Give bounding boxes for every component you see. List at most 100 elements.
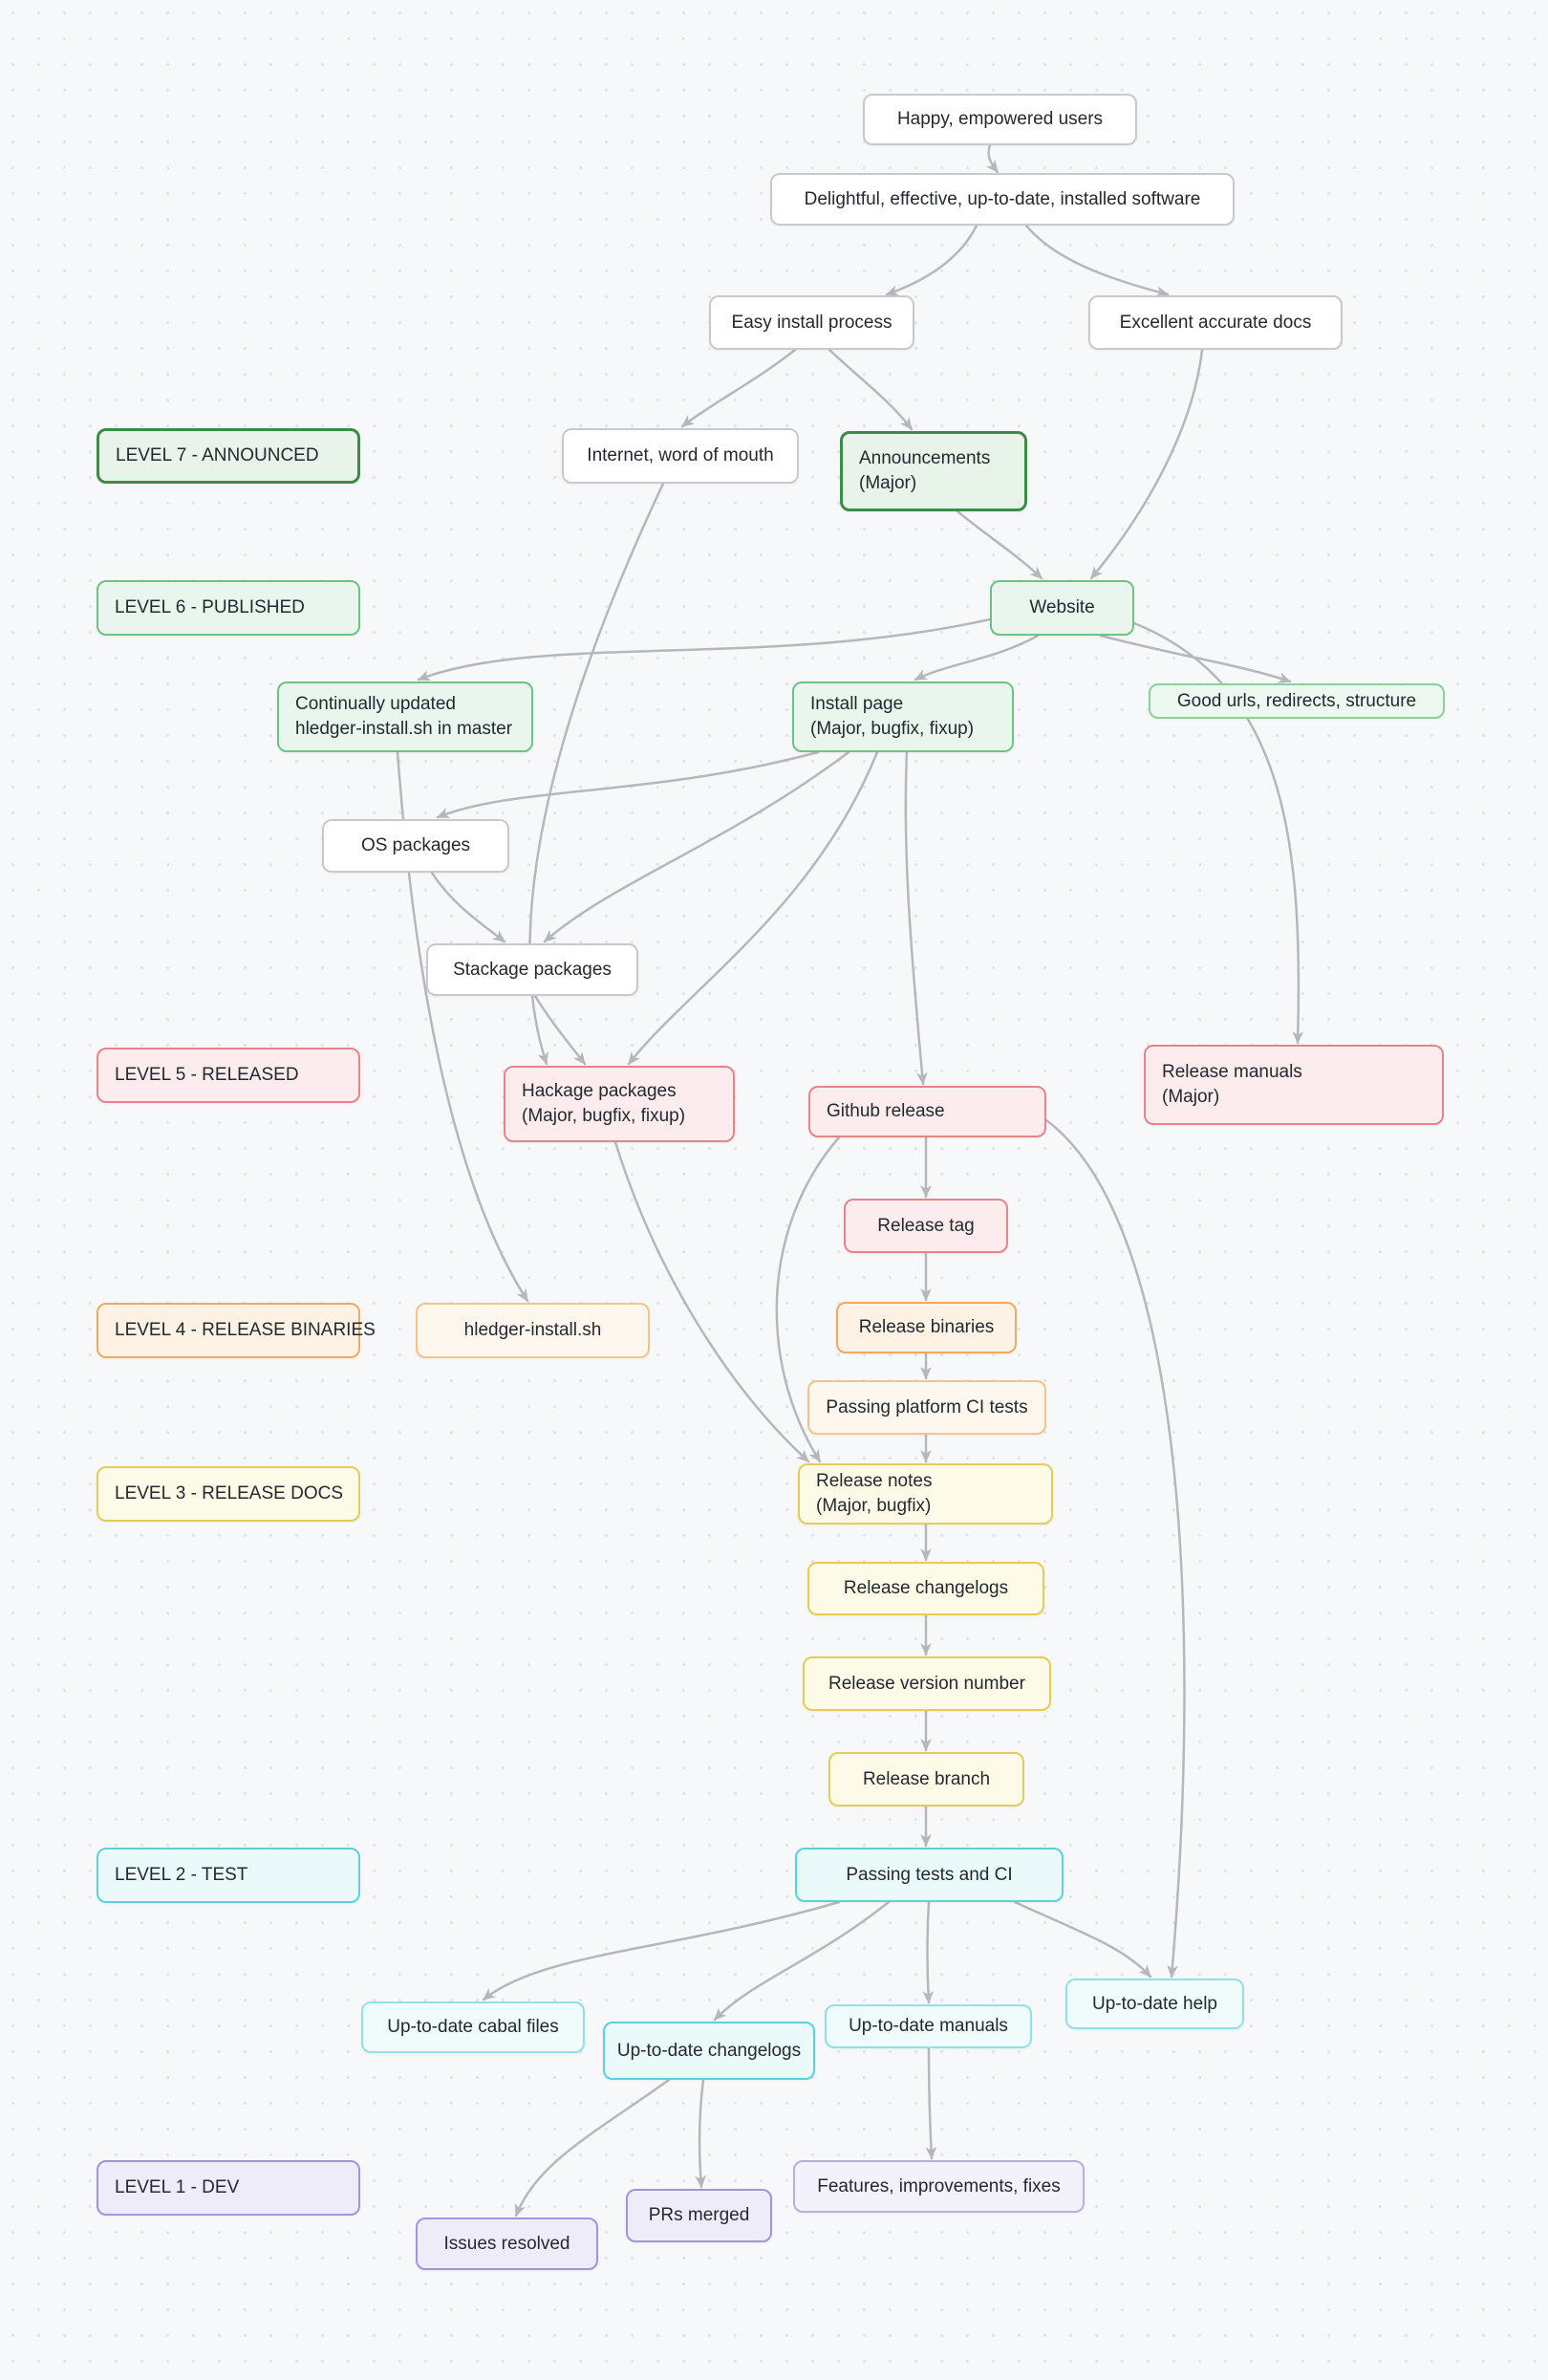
edge-hackage-to-release-notes xyxy=(613,1140,810,1463)
edge-install-page-to-os-packages xyxy=(436,750,820,819)
node-changelogs: Up-to-date changelogs xyxy=(603,2022,815,2080)
node-github-release-label: Github release xyxy=(827,1101,945,1121)
node-continually-updated-label: Continually updated xyxy=(295,694,456,714)
node-level-2-label: LEVEL 2 - TEST xyxy=(115,1865,248,1885)
node-help: Up-to-date help xyxy=(1065,1979,1244,2029)
node-release-notes-label: (Major, bugfix) xyxy=(816,1496,932,1516)
node-release-version: Release version number xyxy=(803,1656,1051,1711)
node-level-1: LEVEL 1 - DEV xyxy=(97,2160,360,2216)
node-passing-platform-ci: Passing platform CI tests xyxy=(807,1380,1046,1435)
edge-website-to-continually-updated xyxy=(417,617,992,682)
node-install-page-label: Install page xyxy=(810,694,904,714)
node-level-7: LEVEL 7 - ANNOUNCED xyxy=(97,428,360,484)
node-level-7-label: LEVEL 7 - ANNOUNCED xyxy=(116,445,319,465)
node-hledger-install-sh: hledger-install.sh xyxy=(416,1303,650,1358)
edge-website-to-release-manuals xyxy=(1132,621,1304,1045)
edge-easy-install-to-word-of-mouth xyxy=(680,348,797,428)
node-happy-label: Happy, empowered users xyxy=(896,109,1104,129)
node-good-urls-label: Good urls, redirects, structure xyxy=(1176,690,1417,711)
edge-github-release-to-help xyxy=(1044,1118,1186,1979)
edge-manuals-to-features xyxy=(925,2046,937,2160)
node-level-4-label: LEVEL 4 - RELEASE BINARIES xyxy=(115,1320,376,1340)
node-announcements-label: (Major) xyxy=(859,473,917,493)
node-level-5: LEVEL 5 - RELEASED xyxy=(97,1048,360,1103)
node-github-release: Github release xyxy=(808,1086,1046,1137)
node-issues-resolved-label: Issues resolved xyxy=(443,2233,570,2254)
node-help-label: Up-to-date help xyxy=(1092,1993,1217,2014)
node-release-tag-label: Release tag xyxy=(877,1215,975,1236)
node-level-6: LEVEL 6 - PUBLISHED xyxy=(97,580,360,636)
node-release-tag: Release tag xyxy=(844,1199,1008,1253)
node-release-notes: Release notes (Major, bugfix) xyxy=(798,1463,1053,1525)
edge-install-page-to-stackage xyxy=(543,750,850,943)
node-level-1-label: LEVEL 1 - DEV xyxy=(115,2177,240,2197)
node-cabal-files-label: Up-to-date cabal files xyxy=(387,2017,559,2037)
node-manuals: Up-to-date manuals xyxy=(825,2004,1032,2048)
node-release-branch: Release branch xyxy=(828,1752,1024,1807)
edge-delightful-to-easy-install xyxy=(885,224,978,296)
node-release-changelogs-label: Release changelogs xyxy=(843,1578,1009,1598)
node-changelogs-label: Up-to-date changelogs xyxy=(616,2040,802,2061)
node-announcements-label: Announcements xyxy=(859,448,991,468)
node-continually-updated: Continually updated hledger-install.sh in… xyxy=(277,682,533,752)
node-word-of-mouth: Internet, word of mouth xyxy=(562,428,799,484)
node-website-label: Website xyxy=(1029,597,1095,617)
node-easy-install: Easy install process xyxy=(709,295,914,350)
node-release-binaries-label: Release binaries xyxy=(858,1317,995,1337)
node-release-manuals-label: Release manuals xyxy=(1162,1062,1302,1082)
node-level-3-label: LEVEL 3 - RELEASE DOCS xyxy=(115,1483,344,1504)
node-install-page: Install page(Major, bugfix, fixup) xyxy=(792,682,1014,752)
node-manuals-label: Up-to-date manuals xyxy=(849,2016,1008,2036)
node-hackage-label: Hackage packages xyxy=(522,1081,677,1101)
node-cabal-files: Up-to-date cabal files xyxy=(361,2001,585,2053)
node-word-of-mouth-label: Internet, word of mouth xyxy=(587,445,774,465)
node-website: Website xyxy=(990,580,1134,636)
node-happy: Happy, empowered users xyxy=(863,94,1137,145)
edge-announcements-to-website xyxy=(956,509,1043,580)
edge-os-packages-to-stackage xyxy=(430,871,506,943)
edge-passing-tests-ci-to-changelogs xyxy=(713,1900,891,2022)
edge-install-page-to-github-release xyxy=(904,750,928,1086)
node-level-6-label: LEVEL 6 - PUBLISHED xyxy=(115,597,305,617)
edge-excellent-docs-to-website xyxy=(1089,348,1204,580)
edge-passing-tests-ci-to-help xyxy=(1013,1900,1152,1979)
edge-passing-tests-ci-to-manuals xyxy=(922,1900,935,2004)
node-os-packages: OS packages xyxy=(322,819,509,873)
node-passing-tests-ci-label: Passing tests and CI xyxy=(846,1864,1013,1885)
node-hackage: Hackage packages (Major, bugfix, fixup) xyxy=(504,1066,735,1142)
node-continually-updated-label: hledger-install.sh in master xyxy=(295,719,513,739)
edge-easy-install-to-announcements xyxy=(828,348,914,431)
edge-delightful-to-excellent-docs xyxy=(1024,224,1170,297)
node-release-branch-label: Release branch xyxy=(862,1768,991,1789)
node-features: Features, improvements, fixes xyxy=(793,2160,1085,2213)
node-release-version-label: Release version number xyxy=(828,1673,1025,1694)
node-easy-install-label: Easy install process xyxy=(731,312,892,333)
edge-install-page-to-hackage xyxy=(627,750,879,1066)
node-stackage-label: Stackage packages xyxy=(453,959,612,980)
node-level-5-label: LEVEL 5 - RELEASED xyxy=(115,1065,299,1085)
edge-website-to-install-page xyxy=(914,634,1040,682)
node-delightful-label: Delightful, effective, up-to-date, insta… xyxy=(804,188,1201,209)
node-hackage-label: (Major, bugfix, fixup) xyxy=(522,1106,686,1126)
node-announcements: Announcements (Major) xyxy=(840,431,1027,511)
node-prs-merged: PRs merged xyxy=(626,2189,772,2242)
node-excellent-docs: Excellent accurate docs xyxy=(1088,295,1343,350)
node-level-2: LEVEL 2 - TEST xyxy=(97,1848,360,1903)
node-level-4: LEVEL 4 - RELEASE BINARIES xyxy=(97,1303,376,1358)
node-hledger-install-sh-label: hledger-install.sh xyxy=(463,1320,602,1340)
node-excellent-docs-label: Excellent accurate docs xyxy=(1119,312,1312,333)
node-features-label: Features, improvements, fixes xyxy=(817,2175,1061,2196)
node-release-notes-label: Release notes xyxy=(816,1471,933,1491)
edge-changelogs-to-issues-resolved xyxy=(514,2078,671,2218)
node-delightful: Delightful, effective, up-to-date, insta… xyxy=(770,173,1235,226)
node-level-3: LEVEL 3 - RELEASE DOCS xyxy=(97,1466,360,1522)
node-passing-platform-ci-label: Passing platform CI tests xyxy=(826,1396,1028,1417)
node-prs-merged-label: PRs merged xyxy=(648,2205,750,2225)
node-os-packages-label: OS packages xyxy=(360,835,471,855)
node-release-binaries: Release binaries xyxy=(836,1302,1017,1353)
node-release-manuals: Release manuals(Major) xyxy=(1144,1045,1444,1125)
edge-stackage-to-hackage xyxy=(533,994,587,1066)
node-release-changelogs: Release changelogs xyxy=(807,1562,1044,1615)
